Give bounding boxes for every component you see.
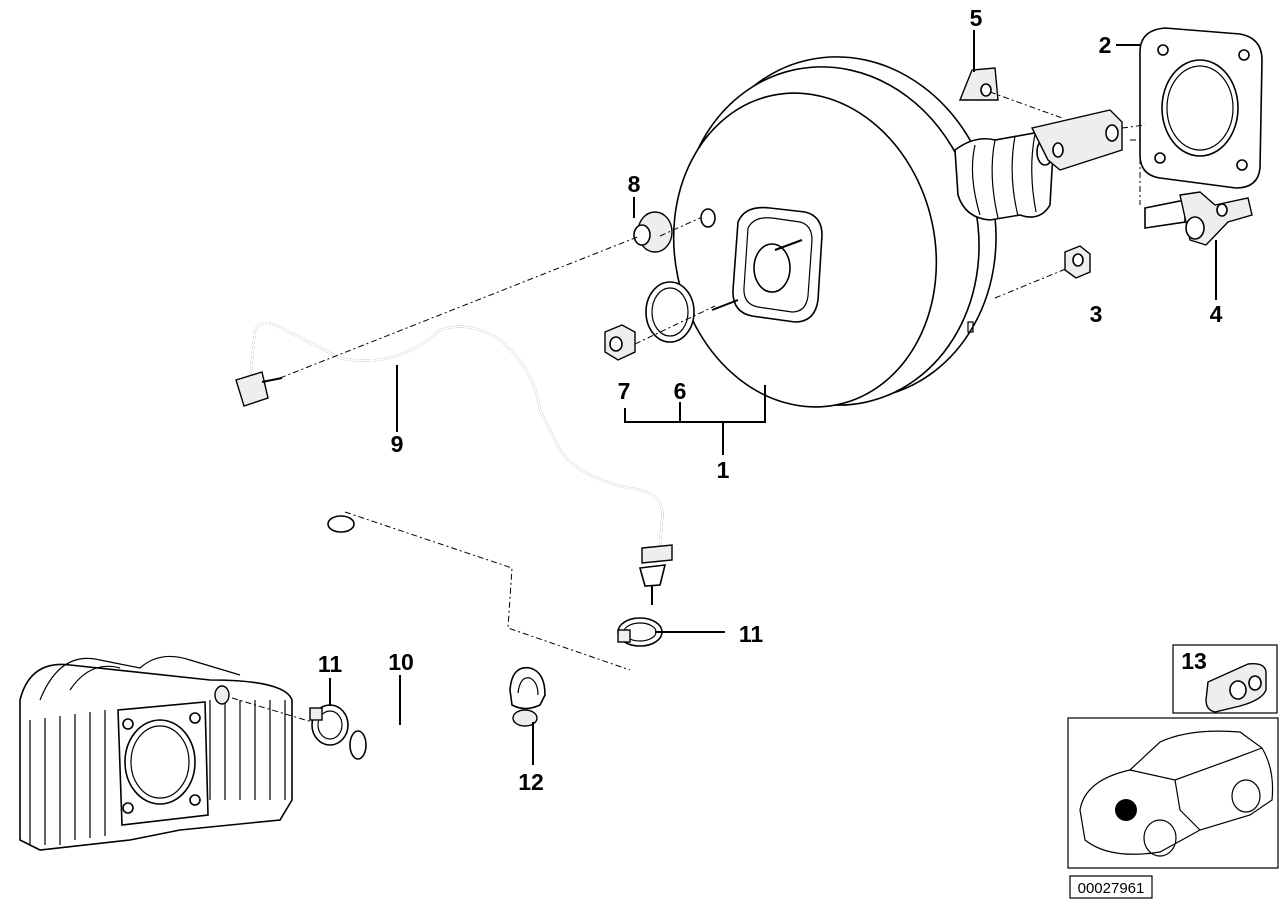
car-location-inset [1067,717,1279,869]
callout-11-lower: 11 [318,651,343,677]
nut-part-3 [1064,245,1091,279]
clevis-pin-part-4 [1144,191,1253,246]
callout-13: 13 [1181,648,1207,674]
seal-ring-part-6 [645,281,695,343]
callout-12: 12 [518,769,544,795]
callout-9: 9 [391,431,404,457]
vacuum-hose-part-10 [324,515,486,772]
hose-clamp-part-11-upper [617,617,663,647]
grommet-part-8 [633,211,673,253]
location-marker [1115,799,1137,821]
vacuum-line-part-9 [235,322,673,605]
callout-3: 3 [1090,301,1103,327]
hose-clamp-part-11-lower [309,704,349,746]
callout-7: 7 [618,378,631,404]
brake-booster [672,56,1054,408]
callout-10: 10 [388,649,414,675]
reference-number: 00027961 [1078,880,1145,897]
inset-part-13 [1172,644,1278,714]
clevis-fork [1030,109,1123,171]
hose-clip-part-12 [509,666,546,727]
intake-manifold [19,655,293,851]
callout-1: 1 [717,457,730,483]
nut-part-7 [604,324,636,361]
reference-box [1069,875,1153,899]
callout-4: 4 [1210,301,1223,327]
callout-6: 6 [674,378,687,404]
callout-5: 5 [970,5,983,31]
callout-8: 8 [628,171,641,197]
clip-part-5 [958,67,999,101]
callout-2: 2 [1099,32,1112,58]
leader-lines [231,30,1217,765]
callout-11-upper: 11 [739,621,764,647]
gasket-plate [1139,27,1263,189]
